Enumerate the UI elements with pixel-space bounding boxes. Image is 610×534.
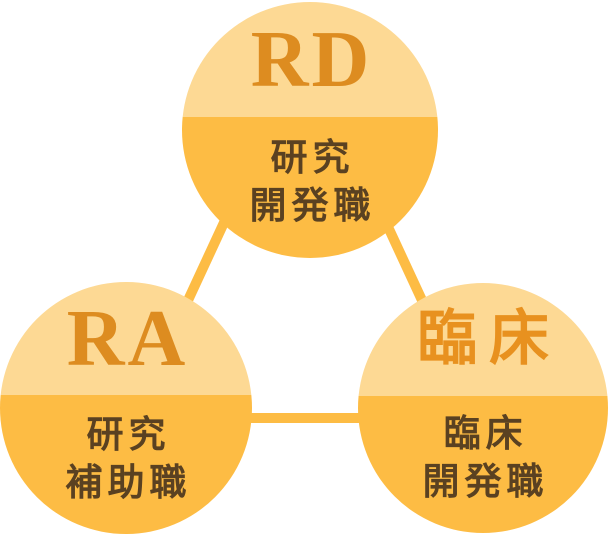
circle-ra-label-line-1: 研究 [86,413,171,455]
circle-rinsho-label-line-2: 開発職 [422,461,549,503]
circle-ra-label-line-2: 補助職 [65,461,192,503]
circle-rinsho-label-line-1: 臨床 [443,413,528,455]
circle-rd-label-line-1: 研究 [270,136,355,178]
circle-rd: RD 研究 開発職 [182,2,438,258]
circle-rinsho: 臨床 臨床 開発職 [358,283,608,533]
circle-rd-label-line-2: 開発職 [249,184,376,226]
circle-ra: RA 研究 補助職 [0,282,252,534]
circle-rinsho-heading: 臨床 [417,305,561,373]
circle-rd-heading: RD [250,15,373,104]
circle-ra-heading: RA [66,294,189,383]
